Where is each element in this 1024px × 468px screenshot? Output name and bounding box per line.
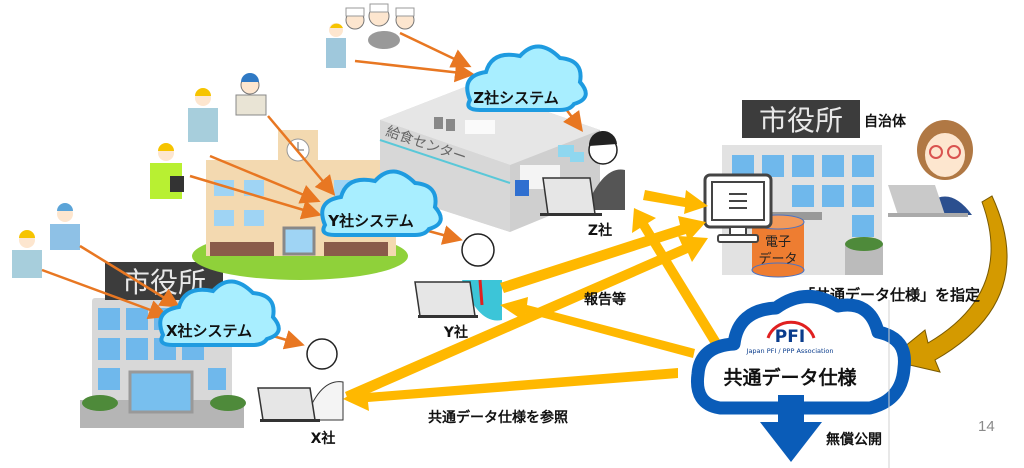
x-company-label: X社 (311, 430, 336, 447)
worker-1 (188, 88, 218, 142)
publish-label: 無償公開 (826, 431, 882, 448)
database-label-2: データ (758, 251, 797, 267)
download-arrow-head (760, 422, 822, 462)
municipality-sign: 市役所 (759, 104, 843, 137)
arrow-spec-to-y (500, 297, 695, 358)
x-system-cloud: X社システム (158, 279, 281, 347)
municipality-label: 自治体 (864, 113, 907, 130)
report-label: 報告等 (584, 291, 626, 308)
cook-staff-group (326, 3, 415, 68)
z-company-label: Z社 (588, 222, 612, 239)
worker-people (12, 3, 415, 278)
arrow-spec-to-z (632, 208, 720, 346)
municipality-staff-person (888, 120, 973, 217)
y-company-label: Y社 (443, 324, 468, 341)
y-company-person: Y社 (414, 233, 502, 341)
pfi-logo: PFI (775, 327, 805, 347)
worker-4 (12, 230, 42, 278)
x-system-label: X社システム (166, 322, 252, 340)
arrow-spec-to-x (343, 368, 678, 411)
common-data-spec-cloud: PFI Japan PFI / PPP Association 共通データ仕様 (690, 290, 911, 462)
z-system-cloud: Z社システム (465, 44, 588, 112)
y-system-cloud: Y社システム (320, 169, 443, 237)
worker-3 (50, 203, 80, 250)
z-company-person: Z社 (540, 130, 625, 239)
spec-cloud-title: 共通データ仕様 (723, 366, 857, 389)
download-arrow-shaft (778, 395, 804, 425)
y-system-label: Y社システム (327, 212, 413, 230)
worker-2 (150, 143, 184, 199)
page-number: 14 (978, 418, 995, 435)
report-flow-arrows (343, 190, 720, 411)
database-label-1: 電子 (765, 235, 791, 250)
arrow-x-to-municipality (345, 236, 708, 402)
monitor-icon (703, 173, 773, 243)
server-staff (235, 73, 267, 116)
x-company-person: X社 (257, 338, 344, 447)
worker-data-arrows (41, 31, 583, 350)
z-system-label: Z社システム (473, 89, 558, 107)
arrow-z-to-municipality (643, 190, 708, 214)
reference-label: 共通データ仕様を参照 (428, 409, 568, 426)
electronic-data-database: 電子 データ (751, 214, 805, 278)
association-label: Japan PFI / PPP Association (746, 347, 834, 355)
